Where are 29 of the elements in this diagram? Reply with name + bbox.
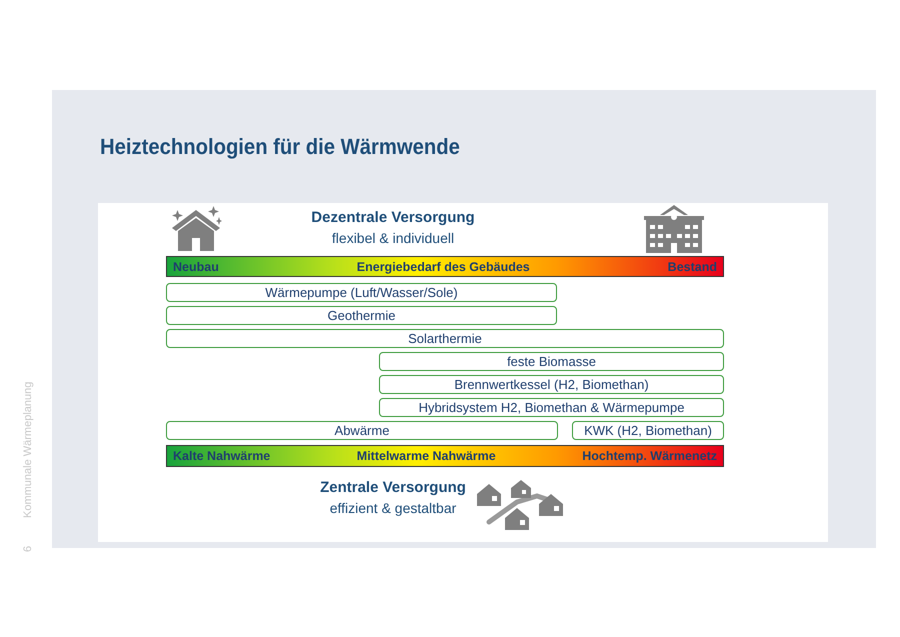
technology-label: Solarthermie (408, 331, 482, 346)
section-subheading: effizient & gestaltbar (328, 500, 458, 516)
technology-bar (166, 283, 557, 302)
technology-label: Hybridsystem H2, Biomethan & Wärmepumpe (418, 400, 684, 415)
section-heading: Dezentrale Versorgung (310, 209, 476, 226)
technology-label: KWK (H2, Biomethan) (584, 423, 712, 438)
technology-label: Geothermie (328, 308, 396, 323)
technology-bar (379, 398, 724, 417)
technology-label: Abwärme (334, 423, 390, 438)
technology-bar (379, 375, 724, 394)
scale-label: Hochtemp. Wärmenetz (582, 449, 717, 463)
technology-label: feste Biomasse (507, 354, 596, 369)
scale-label: Kalte Nahwärme (173, 449, 270, 463)
scale-label: Bestand (668, 260, 717, 274)
technology-bar (166, 421, 558, 440)
scale-label: Neubau (173, 260, 219, 274)
technology-bar (379, 352, 724, 371)
technology-bar (572, 421, 724, 440)
technology-bar (166, 306, 557, 325)
gradient-bar (166, 256, 724, 277)
technology-label: Wärmepumpe (Luft/Wasser/Sole) (265, 285, 458, 300)
gradient-bar (166, 445, 724, 467)
scale-label: Energiebedarf des Gebäudes (356, 260, 530, 274)
scale-label: Mittelwarme Nahwärme (356, 449, 496, 463)
technology-label: Brennwertkessel (H2, Biomethan) (454, 377, 649, 392)
section-heading: Zentrale Versorgung (319, 479, 467, 496)
slide-title: Heiztechnologien für die Wärmwende (100, 134, 460, 160)
section-subheading: flexibel & individuell (330, 230, 456, 246)
technology-bar (166, 329, 724, 348)
